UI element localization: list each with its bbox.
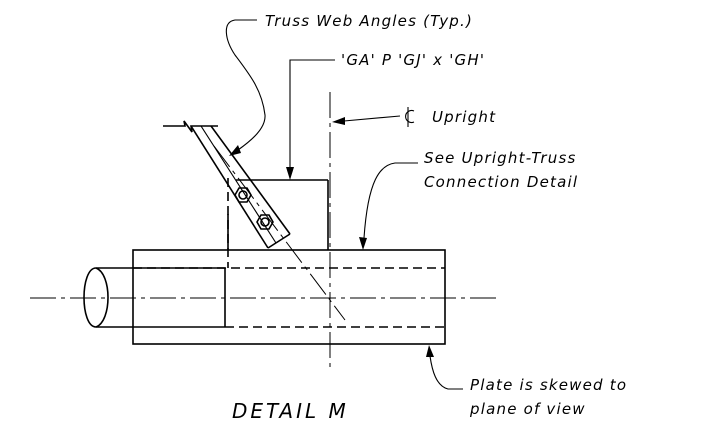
bolt-hex [256, 214, 274, 230]
centerline-symbol [405, 107, 415, 127]
leader-see-upright [363, 162, 418, 239]
angle-edge-leg [200, 125, 277, 244]
bolt-upper [234, 187, 252, 203]
see-upright-line2: Connection Detail [424, 173, 578, 191]
leader-arrow-upright [332, 117, 345, 125]
leader-arrow-plate-skew [426, 345, 434, 357]
bolt-lower [256, 214, 274, 230]
leaders [225, 19, 463, 390]
plate-skew-line2: plane of view [469, 400, 586, 418]
leader-arrow-truss-web [229, 145, 241, 156]
detail-title: DETAIL M [232, 399, 349, 423]
leader-arrow-plate [286, 167, 294, 180]
leader-plate-skew [429, 355, 463, 390]
plate-skew-line1: Plate is skewed to [470, 376, 627, 394]
bolt-hex [234, 187, 252, 203]
leader-truss-web [225, 19, 266, 151]
truss-chord [132, 249, 446, 345]
leader-upright [343, 115, 401, 122]
angle-edge-outer [190, 125, 269, 249]
leader-arrow-see-upright [359, 237, 367, 250]
truss-web-angles-label: Truss Web Angles (Typ.) [265, 12, 473, 30]
chord-outline [132, 249, 446, 345]
angle-end [267, 233, 291, 249]
angle-centerline [213, 145, 346, 321]
upright-label: Upright [432, 108, 496, 126]
see-upright-line1: See Upright-Truss [424, 149, 577, 167]
angle-edge-inner [210, 125, 291, 235]
leader-plate-spec [289, 59, 335, 168]
truss-web-angle [163, 120, 346, 321]
bolt-shank [260, 217, 270, 227]
angle-break-symbol [163, 120, 218, 133]
round-tube [83, 267, 226, 328]
plate-spec-label: 'GA' P 'GJ' x 'GH' [341, 51, 485, 69]
bolt-shank [238, 190, 248, 200]
tube-break-inner [95, 267, 109, 328]
